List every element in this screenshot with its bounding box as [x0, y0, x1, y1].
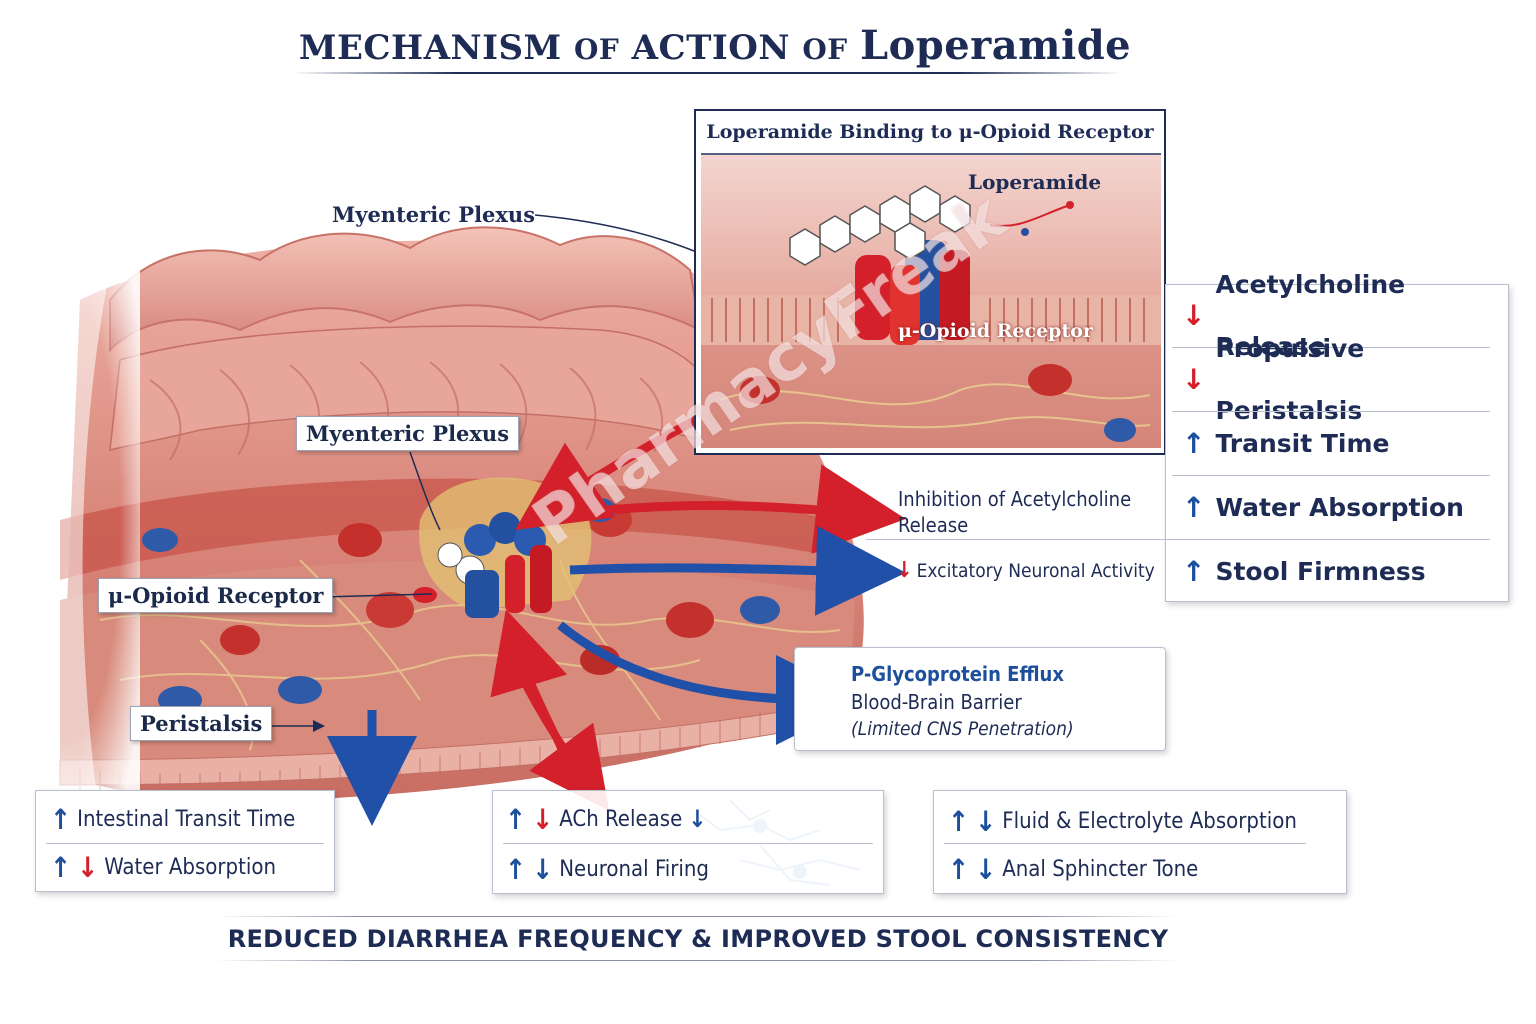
- title-word-loperamide: Loperamide: [859, 22, 1132, 69]
- divider: [1172, 411, 1490, 412]
- conclusion-text: REDUCED DIARRHEA FREQUENCY & IMPROVED ST…: [227, 925, 1169, 953]
- effect-row: ↓ Propulsive Peristalsis: [1182, 334, 1508, 425]
- excitatory-callout-text: Excitatory Neuronal Activity: [916, 559, 1155, 582]
- conclusion-rule-bottom: [215, 960, 1180, 961]
- bottom-right-row-1: ↑↓ Fluid & Electrolyte Absorption: [948, 801, 1297, 841]
- title-word-mechanism: MECHANISM: [298, 28, 562, 68]
- arrow-up-icon: ↑: [1182, 427, 1206, 460]
- effect-row: ↑ Stool Firmness: [1182, 541, 1426, 603]
- arrow-down-icon: ↓: [532, 802, 554, 836]
- inhibition-callout-line2: Release: [898, 513, 969, 537]
- excitatory-callout: ↓ Excitatory Neuronal Activity: [896, 558, 1155, 583]
- effect-text: Stool Firmness: [1215, 557, 1426, 586]
- inset-panel: [694, 109, 1166, 455]
- effect-row: ↑ Water Absorption: [1182, 477, 1464, 539]
- arrow-up-icon: ↑: [1182, 555, 1206, 588]
- bottom-box-left: ↑ Intestinal Transit Time ↑↓ Water Absor…: [35, 790, 335, 892]
- bottom-left-text-2: Water Absorption: [104, 854, 276, 880]
- peristalsis-label: Peristalsis: [130, 706, 273, 741]
- title-word-action: ACTION: [631, 28, 790, 68]
- divider: [1172, 347, 1490, 348]
- arrow-down-icon: ↓: [77, 850, 99, 884]
- title-word-of-1: OF: [574, 33, 620, 66]
- arrow-down-icon: ↓: [1182, 299, 1206, 332]
- arrow-down-icon: ↓: [896, 558, 913, 583]
- bottom-left-row-2: ↑↓ Water Absorption: [50, 847, 276, 887]
- bottom-left-row-1: ↑ Intestinal Transit Time: [50, 799, 295, 839]
- pgp-line2: Blood-Brain Barrier: [851, 690, 1022, 714]
- inset-receptor-label: μ-Opioid Receptor: [898, 320, 1093, 342]
- arrow-down-icon: ↓: [975, 852, 997, 886]
- bottom-left-text-1: Intestinal Transit Time: [77, 806, 296, 832]
- arrow-up-icon: ↑: [50, 850, 72, 884]
- arrow-down-icon: ↓: [975, 804, 997, 838]
- effect-text: Water Absorption: [1215, 493, 1464, 522]
- divider: [866, 539, 1490, 540]
- inset-loperamide-label: Loperamide: [968, 170, 1102, 194]
- effects-panel: ↓ Acetylcholine Release ↓ Propulsive Per…: [866, 270, 1509, 603]
- bottom-box-right: ↑↓ Fluid & Electrolyte Absorption ↑↓ Ana…: [933, 790, 1347, 894]
- divider: [503, 843, 873, 844]
- arrow-up-icon: ↑: [505, 852, 527, 886]
- effect-row: ↑ Transit Time: [1182, 413, 1390, 475]
- divider: [944, 843, 1306, 844]
- myenteric-plexus-label-mid: Myenteric Plexus: [296, 416, 520, 451]
- bottom-middle-row-2: ↑↓ Neuronal Firing: [505, 849, 709, 889]
- arrow-up-icon: ↑: [948, 804, 970, 838]
- bottom-middle-text-1: ACh Release: [559, 806, 683, 832]
- arrow-up-icon: ↑: [948, 852, 970, 886]
- bottom-box-middle: ↑↓ ACh Release ↓ ↑↓ Neuronal Firing: [492, 790, 884, 894]
- myenteric-plexus-label-top: Myenteric Plexus: [332, 202, 536, 227]
- divider: [46, 843, 324, 844]
- title-underline: [292, 72, 1122, 74]
- divider: [1172, 475, 1490, 476]
- inhibition-callout-line1: Inhibition of Acetylcholine: [898, 487, 1132, 511]
- bottom-middle-row-1: ↑↓ ACh Release ↓: [505, 799, 706, 839]
- arrow-down-icon: ↓: [1182, 363, 1206, 396]
- pgp-line1: P-Glycoprotein Efflux: [851, 662, 1064, 686]
- effect-text: Propulsive Peristalsis: [1215, 334, 1365, 425]
- bottom-middle-text-2: Neuronal Firing: [559, 856, 709, 882]
- inset-title: Loperamide Binding to μ-Opioid Receptor: [706, 121, 1154, 143]
- conclusion-rule-top: [215, 916, 1180, 917]
- page-title: MECHANISM OF ACTION OF Loperamide: [0, 22, 1430, 69]
- pgp-line3: (Limited CNS Penetration): [851, 718, 1074, 740]
- arrow-up-icon: ↑: [505, 802, 527, 836]
- arrow-up-icon: ↑: [50, 802, 72, 836]
- arrow-down-icon: ↓: [532, 852, 554, 886]
- bottom-right-text-2: Anal Sphincter Tone: [1002, 856, 1199, 882]
- effect-text: Transit Time: [1215, 429, 1390, 458]
- mu-opioid-receptor-label: μ-Opioid Receptor: [98, 578, 334, 613]
- effect-row: ↓ Acetylcholine Release: [1182, 270, 1508, 361]
- bottom-right-row-2: ↑↓ Anal Sphincter Tone: [948, 849, 1198, 889]
- arrow-down-icon: ↓: [688, 805, 707, 833]
- pgp-box: P-Glycoprotein Efflux Blood-Brain Barrie…: [794, 647, 1166, 751]
- bottom-right-text-1: Fluid & Electrolyte Absorption: [1002, 808, 1297, 834]
- title-word-of-2: OF: [802, 33, 848, 66]
- inhibition-callout: Inhibition of Acetylcholine Release: [898, 486, 1131, 538]
- effect-text: Acetylcholine Release: [1215, 270, 1406, 361]
- arrow-up-icon: ↑: [1182, 491, 1206, 524]
